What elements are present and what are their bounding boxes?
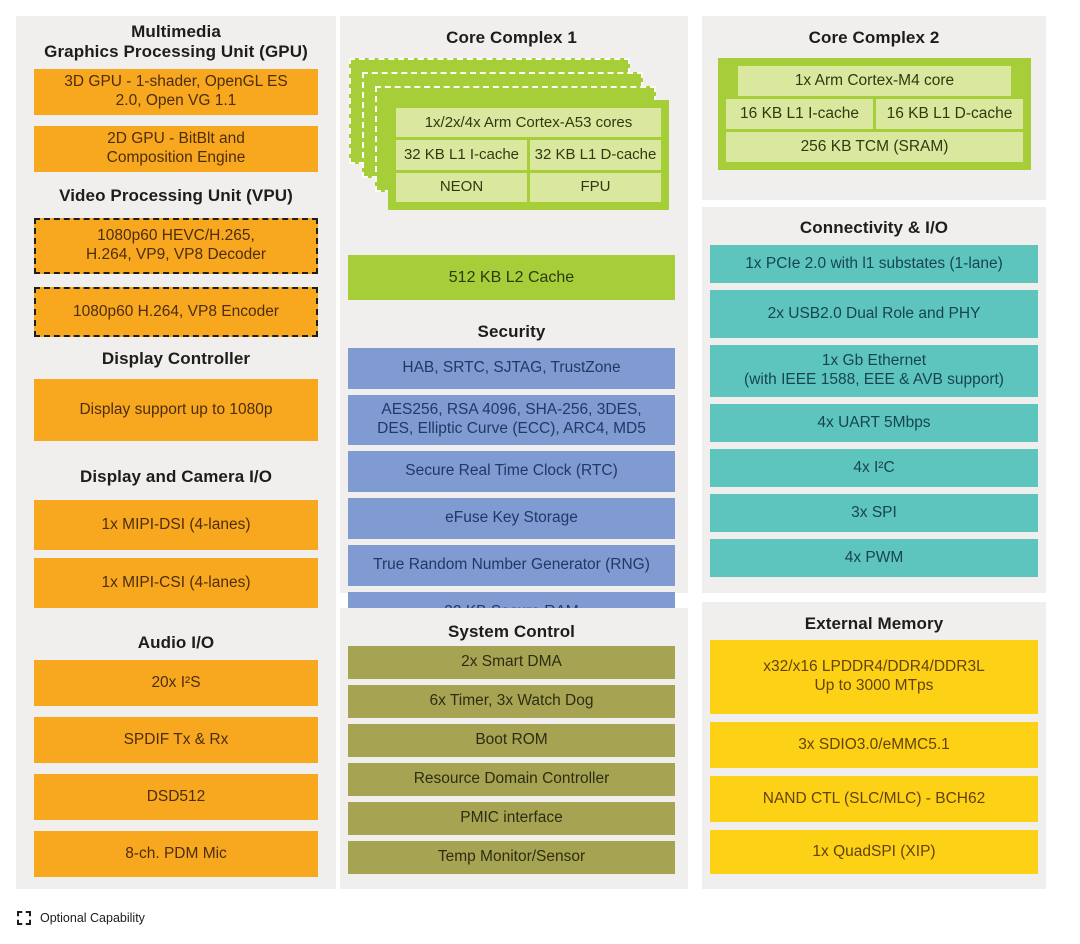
- panel-core-complex-1-security: Core Complex 1 1x/2x/4x Arm Cortex-A53 c…: [340, 16, 688, 632]
- nand-block: NAND CTL (SLC/MLC) - BCH62: [710, 776, 1038, 822]
- l1-icache-block: 32 KB L1 I-cache: [396, 140, 527, 170]
- security-rng-block: True Random Number Generator (RNG): [348, 545, 675, 586]
- display-support-block: Display support up to 1080p: [34, 379, 318, 441]
- external-memory-title: External Memory: [804, 614, 944, 633]
- pdm-mic-block: 8-ch. PDM Mic: [34, 831, 318, 877]
- dsd512-block: DSD512: [34, 774, 318, 820]
- i2s-block: 20x I²S: [34, 660, 318, 706]
- core-complex-1-card: 1x/2x/4x Arm Cortex-A53 cores 32 KB L1 I…: [388, 100, 669, 210]
- spi-block: 3x SPI: [710, 494, 1038, 532]
- spdif-block: SPDIF Tx & Rx: [34, 717, 318, 763]
- i2c-block: 4x I²C: [710, 449, 1038, 487]
- uart-block: 4x UART 5Mbps: [710, 404, 1038, 442]
- usb-block: 2x USB2.0 Dual Role and PHY: [710, 290, 1038, 338]
- mipi-dsi-block: 1x MIPI-DSI (4-lanes): [34, 500, 318, 550]
- vpu-decoder-block: 1080p60 HEVC/H.265, H.264, VP9, VP8 Deco…: [34, 218, 318, 274]
- ethernet-block: 1x Gb Ethernet (with IEEE 1588, EEE & AV…: [710, 345, 1038, 397]
- neon-fpu-row: NEON FPU: [396, 172, 661, 202]
- mipi-csi-block: 1x MIPI-CSI (4-lanes): [34, 558, 318, 608]
- security-title: Security: [477, 322, 546, 341]
- multimedia-title-line2: Graphics Processing Unit (GPU): [44, 42, 308, 61]
- core-complex-2-title: Core Complex 2: [808, 28, 940, 47]
- panel-system-control: System Control 2x Smart DMA 6x Timer, 3x…: [340, 608, 688, 889]
- vpu-encoder-block: 1080p60 H.264, VP8 Encoder: [34, 287, 318, 337]
- sdio-block: 3x SDIO3.0/eMMC5.1: [710, 722, 1038, 768]
- gpu-2d-block: 2D GPU - BitBlt and Composition Engine: [34, 126, 318, 172]
- m4-cache-row: 16 KB L1 I-cache 16 KB L1 D-cache: [726, 99, 1023, 129]
- core-complex-2-card: 1x Arm Cortex-M4 core 16 KB L1 I-cache 1…: [718, 58, 1031, 170]
- legend-optional-capability: Optional Capability: [17, 911, 145, 925]
- smart-dma-block: 2x Smart DMA: [348, 646, 675, 679]
- tcm-sram-block: 256 KB TCM (SRAM): [726, 132, 1023, 162]
- security-aes-block: AES256, RSA 4096, SHA-256, 3DES, DES, El…: [348, 395, 675, 445]
- pcie-block: 1x PCIe 2.0 with l1 substates (1-lane): [710, 245, 1038, 283]
- security-hab-block: HAB, SRTC, SJTAG, TrustZone: [348, 348, 675, 389]
- cortex-a53-cores-block: 1x/2x/4x Arm Cortex-A53 cores: [396, 108, 661, 138]
- vpu-title: Video Processing Unit (VPU): [59, 186, 293, 205]
- connectivity-title: Connectivity & I/O: [799, 218, 949, 237]
- l2-cache-block: 512 KB L2 Cache: [348, 255, 675, 300]
- cortex-m4-core-block: 1x Arm Cortex-M4 core: [738, 66, 1011, 96]
- gpu-3d-block: 3D GPU - 1-shader, OpenGL ES 2.0, Open V…: [34, 69, 318, 115]
- l1-cache-row: 32 KB L1 I-cache 32 KB L1 D-cache: [396, 140, 661, 170]
- legend-label: Optional Capability: [40, 911, 145, 925]
- quadspi-block: 1x QuadSPI (XIP): [710, 830, 1038, 874]
- display-controller-title: Display Controller: [101, 349, 251, 368]
- l1-dcache-block: 32 KB L1 D-cache: [530, 140, 661, 170]
- pwm-block: 4x PWM: [710, 539, 1038, 577]
- panel-multimedia: Multimedia Graphics Processing Unit (GPU…: [16, 16, 336, 889]
- core-complex-1-title: Core Complex 1: [446, 28, 577, 47]
- multimedia-title: Multimedia Graphics Processing Unit (GPU…: [34, 22, 318, 62]
- security-rtc-block: Secure Real Time Clock (RTC): [348, 451, 675, 492]
- panel-core-complex-2: Core Complex 2 1x Arm Cortex-M4 core 16 …: [702, 16, 1046, 200]
- rdc-block: Resource Domain Controller: [348, 763, 675, 796]
- neon-block: NEON: [396, 172, 527, 202]
- timer-wdog-block: 6x Timer, 3x Watch Dog: [348, 685, 675, 718]
- display-camera-title: Display and Camera I/O: [79, 467, 273, 486]
- core-complex-1-stack: 1x/2x/4x Arm Cortex-A53 cores 32 KB L1 I…: [340, 58, 688, 218]
- multimedia-title-line1: Multimedia: [131, 22, 221, 41]
- panel-external-memory: External Memory x32/x16 LPDDR4/DDR4/DDR3…: [702, 602, 1046, 889]
- boot-rom-block: Boot ROM: [348, 724, 675, 757]
- pmic-block: PMIC interface: [348, 802, 675, 835]
- optional-capability-icon: [17, 911, 31, 925]
- lpddr4-block: x32/x16 LPDDR4/DDR4/DDR3L Up to 3000 MTp…: [710, 640, 1038, 714]
- panel-connectivity: Connectivity & I/O 1x PCIe 2.0 with l1 s…: [702, 207, 1046, 593]
- audio-title: Audio I/O: [137, 633, 215, 652]
- security-efuse-block: eFuse Key Storage: [348, 498, 675, 539]
- temp-monitor-block: Temp Monitor/Sensor: [348, 841, 675, 874]
- fpu-block: FPU: [530, 172, 661, 202]
- m4-dcache-block: 16 KB L1 D-cache: [876, 99, 1023, 129]
- system-control-title: System Control: [447, 622, 576, 641]
- m4-icache-block: 16 KB L1 I-cache: [726, 99, 873, 129]
